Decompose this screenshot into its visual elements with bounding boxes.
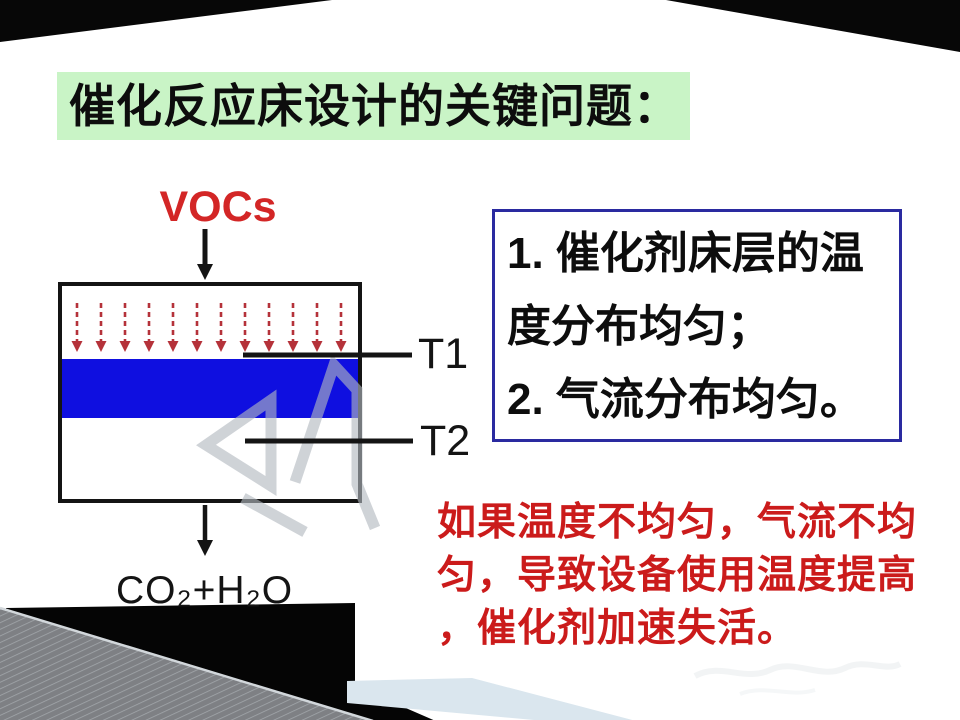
top-right-corner-decor [666, 0, 960, 52]
top-left-corner-decor [0, 0, 332, 42]
warning-line: ，催化剂加速失活。 [437, 607, 798, 650]
t1-label: T1 [418, 330, 469, 378]
warning-line: 如果温度不均匀，气流不均 [437, 501, 918, 544]
catalyst-bed-layer [62, 359, 358, 418]
outlet-label: CO₂+H₂O [116, 569, 294, 612]
key-point-line: 2. 气流分布均匀。 [507, 375, 864, 424]
bottom-pale-blue-band [347, 678, 633, 720]
inlet-label: VOCs [159, 183, 277, 231]
warning-text: 如果温度不均匀，气流不均 匀，导致设备使用温度提高 ，催化剂加速失活。 [437, 496, 937, 655]
reactor-diagram [58, 229, 362, 556]
t2-label: T2 [420, 417, 471, 465]
hatched-triangle-edge [0, 606, 374, 720]
slide-title: 催化反应床设计的关键问题： [57, 72, 690, 140]
key-point-line: 度分布均匀； [507, 302, 771, 351]
gas-flow-arrows [71, 303, 347, 352]
ghost-watermark [693, 661, 902, 696]
key-points-box: 1. 催化剂床层的温 度分布均匀； 2. 气流分布均匀。 [492, 209, 902, 442]
key-point-line: 1. 催化剂床层的温 [507, 229, 864, 278]
bottom-left-decor [0, 603, 633, 720]
warning-line: 匀，导致设备使用温度提高 [437, 554, 918, 597]
